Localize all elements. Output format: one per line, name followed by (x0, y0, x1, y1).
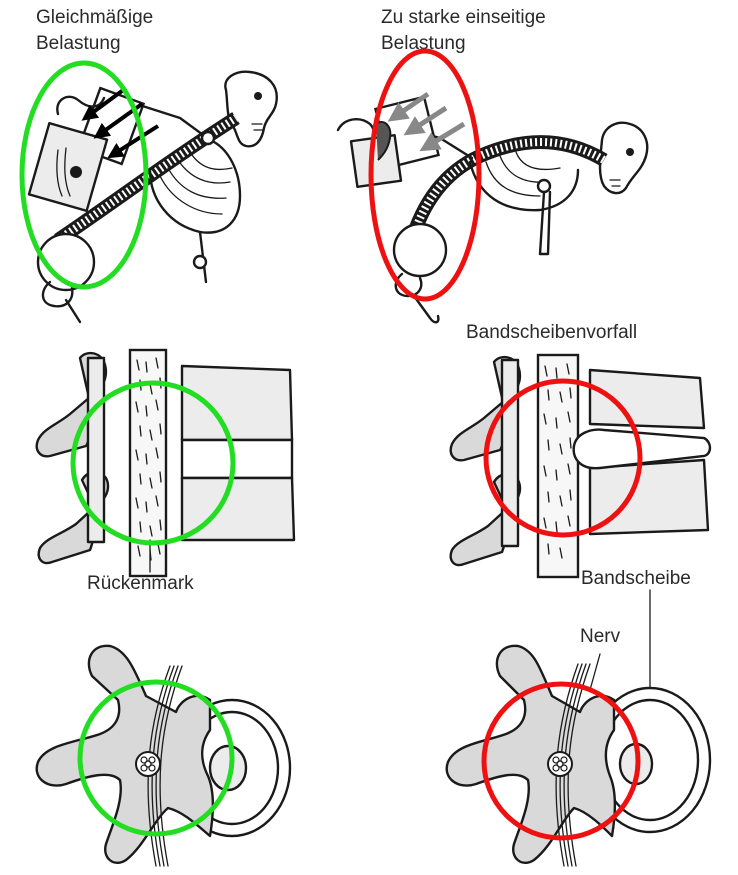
skeleton-one-sided-load-illustration (338, 94, 647, 322)
